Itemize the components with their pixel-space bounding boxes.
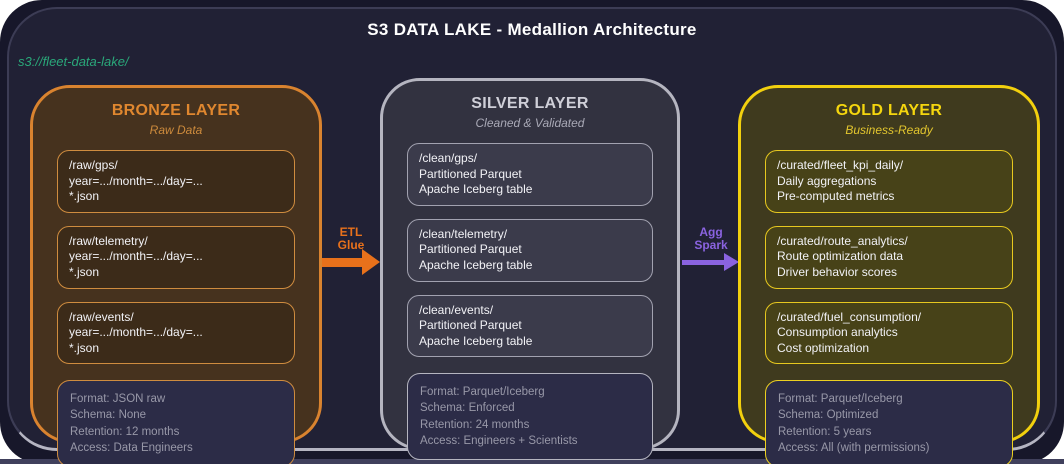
arrow-head [362,249,380,275]
silver-layer-panel: SILVER LAYER Cleaned & Validated /clean/… [380,78,680,460]
arrow-shaft [682,260,726,265]
path-line: /clean/events/ [419,302,494,317]
path-line: /raw/telemetry/ [69,233,148,248]
bronze-layer-title: BRONZE LAYER [111,102,241,119]
silver-metadata-box: Format: Parquet/Iceberg Schema: Enforced… [407,373,653,460]
metadata-line: Schema: None [70,409,147,422]
agg-spark-arrow-label: Agg Spark [682,225,740,253]
arrow-label-line: Spark [694,238,728,253]
s3-bucket-path: s3://fleet-data-lake/ [18,54,129,69]
path-line: /curated/fleet_kpi_daily/ [777,158,904,172]
path-line: *.json [69,189,100,204]
gold-layer-subtitle: Business-Ready [845,123,933,137]
arrow-head [724,253,739,271]
path-line: Apache Iceberg table [419,257,533,272]
gold-layer-title: GOLD LAYER [835,102,943,119]
bronze-layer-subtitle: Raw Data [149,123,203,137]
path-line: *.json [69,340,100,355]
path-line: year=.../month=.../day=... [69,173,203,188]
arrow-label-line: Glue [337,238,365,253]
metadata-line: Format: JSON raw [70,393,166,406]
bronze-layer-panel: BRONZE LAYER Raw Data /raw/gps/ year=...… [30,85,322,464]
path-box-raw-events: /raw/events/ year=.../month=.../day=... … [57,301,295,365]
path-line: year=.../month=.../day=... [69,249,203,264]
path-line: Cost optimization [777,340,870,355]
path-line: year=.../month=.../day=... [69,325,203,340]
path-line: /clean/gps/ [419,151,478,165]
metadata-line: Retention: 24 months [420,418,530,431]
arrow-shaft [322,258,364,267]
path-line: Route optimization data [777,249,904,264]
path-box-curated-fleet-kpi: /curated/fleet_kpi_daily/ Daily aggregat… [765,150,1013,213]
metadata-line: Access: All (with permissions) [778,441,930,454]
silver-layer-title: SILVER LAYER [471,95,589,112]
path-line: /raw/gps/ [69,158,118,172]
gold-metadata-box: Format: Parquet/Iceberg Schema: Optimize… [765,380,1013,464]
metadata-line: Access: Engineers + Scientists [420,434,578,447]
path-box-clean-gps: /clean/gps/ Partitioned Parquet Apache I… [407,143,653,206]
metadata-line: Access: Data Engineers [70,441,193,454]
metadata-line: Format: Parquet/Iceberg [420,386,545,399]
arrow-label-line: Agg [699,225,723,239]
agg-spark-arrow: Agg Spark [682,225,740,276]
path-line: /curated/route_analytics/ [777,233,908,248]
path-box-raw-telemetry: /raw/telemetry/ year=.../month=.../day=.… [57,225,295,289]
path-line: /curated/fuel_consumption/ [777,309,922,324]
arrow-label-line: ETL [339,225,363,239]
path-line: Pre-computed metrics [777,189,895,204]
path-box-clean-telemetry: /clean/telemetry/ Partitioned Parquet Ap… [407,218,653,282]
etl-glue-arrow: ETL Glue [322,225,380,276]
page-title: S3 DATA LAKE - Medallion Architecture [367,20,697,39]
etl-glue-arrow-label: ETL Glue [322,225,380,253]
path-line: /raw/events/ [69,309,134,324]
metadata-line: Retention: 5 years [778,425,872,438]
path-line: Apache Iceberg table [419,333,533,348]
path-line: Consumption analytics [777,325,898,340]
path-line: /clean/telemetry/ [419,226,508,241]
path-box-clean-events: /clean/events/ Partitioned Parquet Apach… [407,294,653,358]
metadata-line: Format: Parquet/Iceberg [778,393,903,406]
path-box-curated-route-analytics: /curated/route_analytics/ Route optimiza… [765,225,1013,289]
bottom-edge-strip [0,459,1064,464]
gold-layer-panel: GOLD LAYER Business-Ready /curated/fleet… [738,85,1040,464]
path-line: Partitioned Parquet [419,166,522,181]
silver-layer-subtitle: Cleaned & Validated [475,116,585,130]
path-line: Apache Iceberg table [419,182,533,197]
path-line: *.json [69,264,100,279]
bronze-metadata-box: Format: JSON raw Schema: None Retention:… [57,380,295,464]
path-line: Driver behavior scores [777,264,898,279]
metadata-line: Schema: Optimized [778,409,879,422]
path-line: Partitioned Parquet [419,318,522,333]
metadata-line: Retention: 12 months [70,425,180,438]
path-box-curated-fuel-consumption: /curated/fuel_consumption/ Consumption a… [765,301,1013,365]
metadata-line: Schema: Enforced [420,402,515,415]
path-box-raw-gps: /raw/gps/ year=.../month=.../day=... *.j… [57,150,295,213]
path-line: Partitioned Parquet [419,242,522,257]
path-line: Daily aggregations [777,173,877,188]
